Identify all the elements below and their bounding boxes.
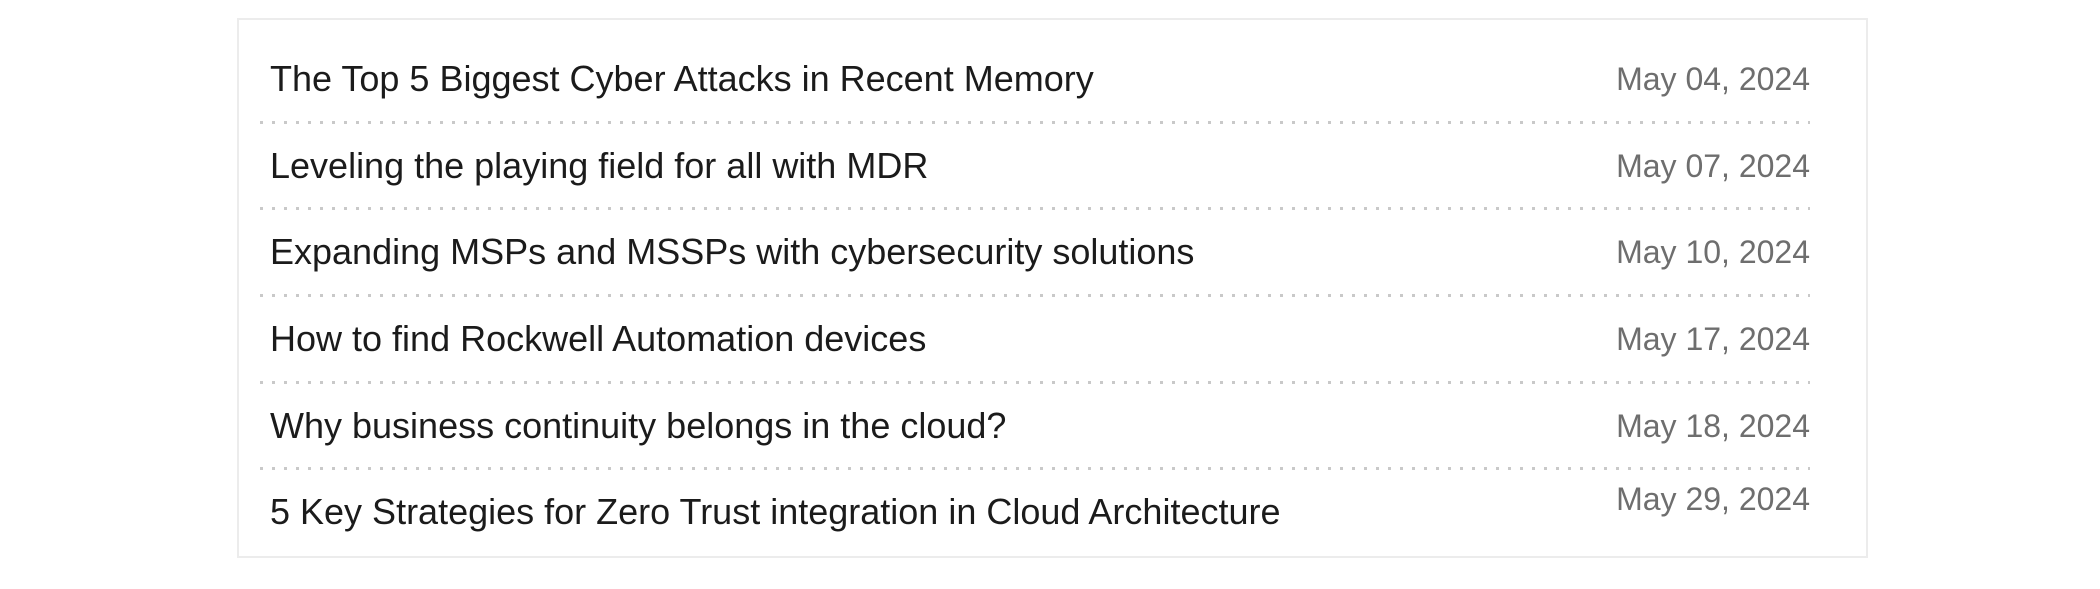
post-date: May 10, 2024 xyxy=(1616,234,1810,271)
post-title-link[interactable]: The Top 5 Biggest Cyber Attacks in Recen… xyxy=(270,57,1094,99)
post-title-link[interactable]: Why business continuity belongs in the c… xyxy=(270,404,1007,446)
post-title-link[interactable]: How to find Rockwell Automation devices xyxy=(270,317,927,359)
post-date: May 04, 2024 xyxy=(1616,60,1810,97)
post-title-link[interactable]: 5 Key Strategies for Zero Trust integrat… xyxy=(270,491,1281,533)
recent-posts-panel: The Top 5 Biggest Cyber Attacks in Recen… xyxy=(237,18,1868,558)
post-row: How to find Rockwell Automation devices … xyxy=(260,296,1810,384)
post-row: Leveling the playing field for all with … xyxy=(260,123,1810,211)
post-date: May 07, 2024 xyxy=(1616,147,1810,184)
post-title-link[interactable]: Leveling the playing field for all with … xyxy=(270,144,929,186)
post-date: May 18, 2024 xyxy=(1616,407,1810,444)
post-date: May 17, 2024 xyxy=(1616,320,1810,357)
post-list: The Top 5 Biggest Cyber Attacks in Recen… xyxy=(239,20,1866,556)
post-row: Why business continuity belongs in the c… xyxy=(260,383,1810,471)
post-date: May 29, 2024 xyxy=(1616,481,1810,518)
post-row: The Top 5 Biggest Cyber Attacks in Recen… xyxy=(260,36,1810,124)
post-row: 5 Key Strategies for Zero Trust integrat… xyxy=(260,469,1810,556)
post-title-link[interactable]: Expanding MSPs and MSSPs with cybersecur… xyxy=(270,231,1195,273)
post-row: Expanding MSPs and MSSPs with cybersecur… xyxy=(260,209,1810,297)
